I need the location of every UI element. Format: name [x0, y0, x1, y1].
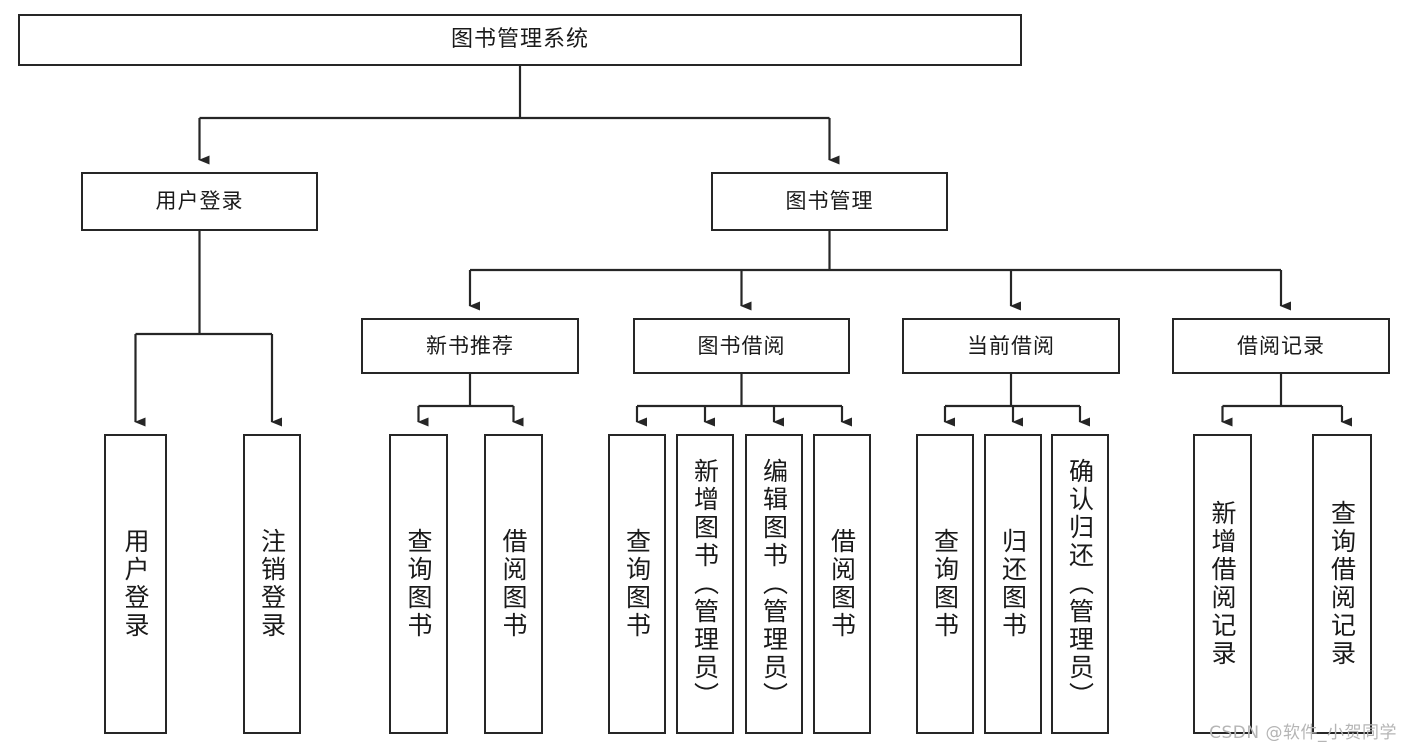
node-user-login[interactable]: 用户登录 — [81, 172, 318, 231]
leaf-records-query-record-label: 查询借阅记录 — [1327, 500, 1357, 668]
leaf-newbook-query-book[interactable]: 查询图书 — [389, 434, 448, 734]
node-book-borrow[interactable]: 图书借阅 — [633, 318, 850, 374]
leaf-borrow-query-book-label: 查询图书 — [622, 528, 652, 640]
leaf-records-add-record[interactable]: 新增借阅记录 — [1193, 434, 1252, 734]
csdn-watermark: CSDN @软件_小贺同学 — [1209, 723, 1397, 743]
node-book-management-label: 图书管理 — [785, 189, 874, 214]
node-new-book-recommend[interactable]: 新书推荐 — [361, 318, 579, 374]
node-current-borrow-label: 当前借阅 — [967, 333, 1055, 358]
leaf-borrow-edit-book-label: 编辑图书（管理员） — [759, 458, 789, 710]
leaf-user-logout[interactable]: 注销登录 — [243, 434, 301, 734]
node-user-login-label: 用户登录 — [155, 189, 244, 214]
node-new-book-recommend-label: 新书推荐 — [426, 333, 514, 358]
leaf-borrow-add-book-label: 新增图书（管理员） — [690, 458, 720, 710]
leaf-newbook-borrow-book[interactable]: 借阅图书 — [484, 434, 543, 734]
node-book-management[interactable]: 图书管理 — [711, 172, 948, 231]
leaf-records-add-record-label: 新增借阅记录 — [1208, 500, 1237, 668]
leaf-borrow-query-book[interactable]: 查询图书 — [608, 434, 666, 734]
leaf-borrow-borrow-book[interactable]: 借阅图书 — [813, 434, 871, 734]
leaf-user-login[interactable]: 用户登录 — [104, 434, 167, 734]
node-book-borrow-label: 图书借阅 — [697, 333, 786, 358]
node-current-borrow[interactable]: 当前借阅 — [902, 318, 1120, 374]
node-root[interactable]: 图书管理系统 — [18, 14, 1022, 66]
leaf-borrow-edit-book[interactable]: 编辑图书（管理员） — [745, 434, 803, 734]
leaf-user-logout-label: 注销登录 — [257, 528, 287, 640]
leaf-newbook-query-book-label: 查询图书 — [404, 528, 433, 640]
leaf-current-return-book[interactable]: 归还图书 — [984, 434, 1042, 734]
leaf-records-query-record[interactable]: 查询借阅记录 — [1312, 434, 1372, 734]
leaf-borrow-add-book[interactable]: 新增图书（管理员） — [676, 434, 734, 734]
node-borrow-records-label: 借阅记录 — [1237, 333, 1325, 358]
leaf-current-query-book-label: 查询图书 — [930, 528, 960, 640]
leaf-newbook-borrow-book-label: 借阅图书 — [499, 528, 528, 640]
node-borrow-records[interactable]: 借阅记录 — [1172, 318, 1390, 374]
leaf-current-confirm-return[interactable]: 确认归还（管理员） — [1051, 434, 1109, 734]
leaf-user-login-label: 用户登录 — [121, 528, 150, 640]
leaf-borrow-borrow-book-label: 借阅图书 — [827, 528, 857, 640]
leaf-current-confirm-return-label: 确认归还（管理员） — [1065, 458, 1095, 710]
leaf-current-query-book[interactable]: 查询图书 — [916, 434, 974, 734]
node-root-label: 图书管理系统 — [450, 27, 589, 53]
leaf-current-return-book-label: 归还图书 — [998, 528, 1028, 640]
